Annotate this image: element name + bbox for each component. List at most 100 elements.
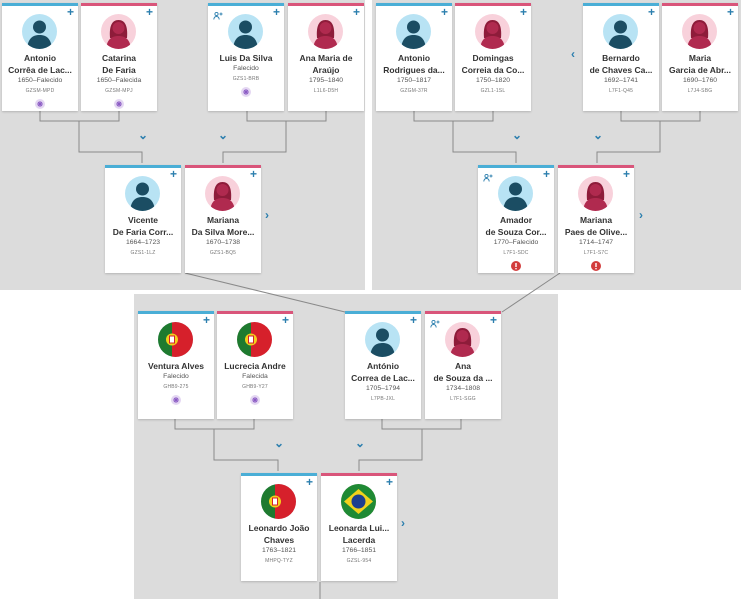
add-relative-icon[interactable]: + <box>409 313 417 327</box>
add-relative-icon[interactable]: + <box>145 5 153 19</box>
temple-ordinance-icon[interactable] <box>114 99 124 109</box>
expand-right-icon[interactable]: › <box>401 516 405 530</box>
expand-right-icon[interactable]: › <box>265 208 269 222</box>
person-lifespan: 1714–1747 <box>578 239 614 246</box>
expand-left-icon[interactable]: ‹ <box>571 47 575 61</box>
add-relative-icon[interactable]: + <box>440 5 448 19</box>
expand-down-icon[interactable]: ⌄ <box>274 436 285 450</box>
person-name-line1: Ventura Alves <box>148 361 204 371</box>
expand-down-icon[interactable]: ⌄ <box>593 128 604 142</box>
person-name-line1: Bernardo <box>602 53 640 63</box>
person-lifespan: 1692–1741 <box>603 77 639 84</box>
person-silhouette-icon <box>22 14 57 49</box>
person-lifespan: 1690–1760 <box>682 77 718 84</box>
temple-ordinance-icon[interactable] <box>171 395 181 405</box>
add-relative-icon[interactable]: + <box>272 5 280 19</box>
person-silhouette-icon <box>125 176 160 211</box>
expand-right-icon[interactable]: › <box>639 208 643 222</box>
person-name-line1: Vicente <box>127 215 159 225</box>
warning-icon[interactable] <box>591 261 601 271</box>
add-relative-icon[interactable]: + <box>66 5 74 19</box>
person-lifespan: 1795–1840 <box>308 77 344 84</box>
person-name-line2: Corrêa de Lac... <box>8 65 72 75</box>
add-relative-icon[interactable]: + <box>352 5 360 19</box>
add-relative-icon[interactable]: + <box>169 167 177 181</box>
person-id: MHPQ-TYZ <box>265 558 293 564</box>
add-relative-icon[interactable]: + <box>726 5 734 19</box>
person-name: Ana Maria de Araújo <box>290 52 362 76</box>
add-relative-icon[interactable]: + <box>202 313 210 327</box>
add-relative-icon[interactable]: + <box>542 167 550 181</box>
temple-ordinance-icon[interactable] <box>241 87 251 97</box>
person-name: Vicente De Faria Corr... <box>107 214 179 238</box>
person-name-line2: Correia da Co... <box>461 65 525 75</box>
shared-person-icon <box>430 316 440 328</box>
person-id: L1L6-D5H <box>313 88 339 94</box>
person-name-line2: Araújo <box>312 65 340 75</box>
person-name-line1: Ana Maria de <box>299 53 353 63</box>
person-name-line1: Leonardo João <box>248 523 310 533</box>
add-relative-icon[interactable]: + <box>385 475 393 489</box>
person-lifespan: 1734–1808 <box>445 385 481 392</box>
person-name-line1: Antonio <box>397 53 431 63</box>
person-silhouette-icon <box>445 322 480 357</box>
person-id: GZGM-37R <box>400 88 428 94</box>
person-id: GHB9-275 <box>163 384 189 390</box>
person-name-line2: Da Silva More... <box>191 227 255 237</box>
person-name-line1: Catarina <box>101 53 136 63</box>
add-relative-icon[interactable]: + <box>305 475 313 489</box>
person-silhouette-icon <box>365 322 400 357</box>
person-name-line1: Lucrecia Andre <box>224 361 286 371</box>
person-name-line2: De Faria Corr... <box>112 227 174 237</box>
expand-down-icon[interactable]: ⌄ <box>138 128 149 142</box>
person-name-line2: de Souza da ... <box>433 373 493 383</box>
add-relative-icon[interactable]: + <box>249 167 257 181</box>
add-relative-icon[interactable]: + <box>281 313 289 327</box>
add-relative-icon[interactable]: + <box>647 5 655 19</box>
temple-ordinance-icon[interactable] <box>250 395 260 405</box>
person-lifespan: 1650–Falecido <box>17 77 63 84</box>
expand-down-icon[interactable]: ⌄ <box>512 128 523 142</box>
expand-down-icon[interactable]: ⌄ <box>218 128 229 142</box>
warning-icon[interactable] <box>511 261 521 271</box>
person-id: L7F1-SGG <box>450 396 476 402</box>
person-silhouette-icon <box>205 176 240 211</box>
add-relative-icon[interactable]: + <box>489 313 497 327</box>
add-relative-icon[interactable]: + <box>622 167 630 181</box>
person-name-line2: Paes de Olive... <box>564 227 628 237</box>
person-id: GZS1-BQ5 <box>209 250 237 256</box>
person-id: GZSM-MPJ <box>105 88 133 94</box>
expand-down-icon[interactable]: ⌄ <box>355 436 366 450</box>
person-name-line2: Rodrigues da... <box>383 65 445 75</box>
brazil-flag-icon <box>341 484 376 519</box>
temple-ordinance-icon[interactable] <box>35 99 45 109</box>
person-name-line1: Luis Da Silva <box>219 53 273 63</box>
add-relative-icon[interactable]: + <box>519 5 527 19</box>
person-lifespan: 1705–1794 <box>365 385 401 392</box>
person-lifespan: Falecido <box>163 373 189 380</box>
person-id: GZS1-BRB <box>232 76 260 82</box>
person-name-line1: Maria <box>688 53 712 63</box>
person-name-line1: Ana <box>454 361 472 371</box>
portugal-flag-icon <box>261 484 296 519</box>
